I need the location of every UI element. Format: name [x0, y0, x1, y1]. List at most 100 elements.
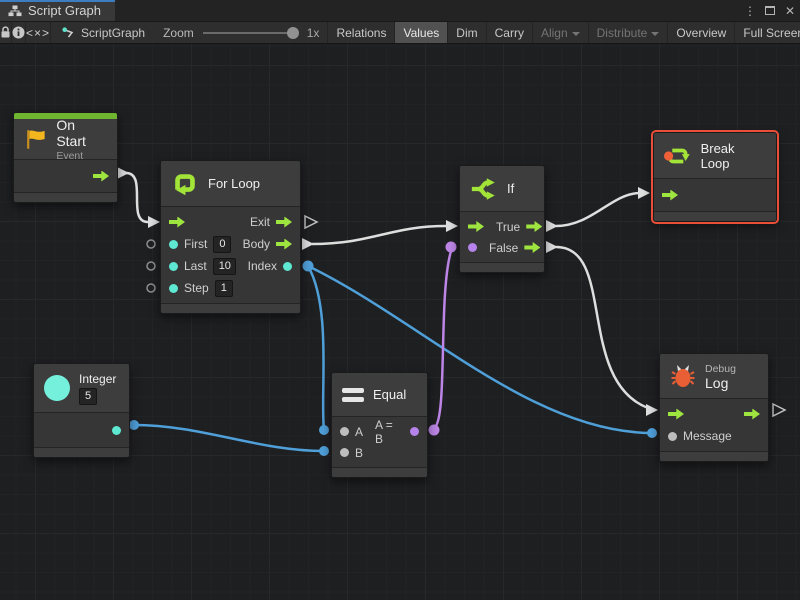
lock-button[interactable]	[0, 22, 12, 43]
code-brackets-icon: <×>	[26, 25, 51, 40]
debuglog-exit-port-hint[interactable]	[772, 402, 787, 418]
node-title: On Start	[56, 116, 86, 149]
maximize-button[interactable]	[760, 0, 780, 21]
node-title: Integer	[79, 371, 117, 386]
forloop-exit-port-hint[interactable]	[304, 214, 319, 230]
node-break-loop[interactable]: Break Loop	[653, 132, 777, 222]
node-for-loop[interactable]: For Loop Exit First 0 Body	[160, 160, 301, 314]
index-port-label: Index	[247, 259, 277, 273]
wire-if-false-to-debuglog[interactable]	[546, 241, 658, 416]
last-input-port[interactable]	[169, 261, 178, 271]
a-port-label: A	[355, 424, 364, 439]
carry-button[interactable]: Carry	[487, 22, 533, 43]
graph-name: ScriptGraph	[81, 25, 146, 40]
body-port-label: Body	[242, 237, 270, 251]
result-output-port[interactable]	[410, 427, 419, 436]
wire-onstart-to-forloop[interactable]	[117, 167, 160, 228]
graph-canvas[interactable]: On Start Event For Loop	[0, 44, 800, 600]
enter-input-port[interactable]	[662, 189, 678, 201]
true-output-port[interactable]	[526, 221, 543, 232]
zoom-label: Zoom	[163, 25, 194, 40]
zoom-slider-handle[interactable]	[286, 26, 299, 39]
node-integer[interactable]: Integer 5	[33, 363, 130, 458]
values-button[interactable]: Values	[395, 22, 449, 43]
graph-breadcrumb[interactable]: ScriptGraph	[51, 22, 155, 43]
dim-button[interactable]: Dim	[448, 22, 487, 43]
equals-icon	[342, 384, 364, 406]
tab-title: Script Graph	[28, 3, 101, 18]
node-title: If	[507, 181, 515, 196]
distribute-dropdown[interactable]: Distribute	[589, 22, 669, 43]
forloop-last-port-hint[interactable]	[146, 261, 156, 271]
wire-integer-to-equal-b[interactable]	[129, 420, 329, 456]
enter-input-port[interactable]	[169, 216, 185, 228]
wire-equal-to-if-condition[interactable]	[428, 241, 457, 436]
step-value-field[interactable]: 1	[214, 279, 233, 297]
panel-menu-button[interactable]: ⋮	[744, 3, 756, 18]
a-input-port[interactable]	[340, 427, 349, 436]
last-port-label: Last	[184, 259, 207, 273]
enter-input-port[interactable]	[668, 408, 684, 420]
step-input-port[interactable]	[169, 283, 178, 293]
body-output-port[interactable]	[276, 238, 292, 250]
first-value-field[interactable]: 0	[213, 235, 231, 253]
wire-forloop-body-to-if[interactable]	[302, 220, 458, 250]
bug-icon	[671, 365, 695, 387]
loop-icon	[175, 173, 195, 195]
node-footer	[332, 467, 427, 477]
true-port-label: True	[496, 219, 521, 234]
wire-index-to-equal-a[interactable]	[306, 265, 329, 435]
break-loop-icon	[664, 148, 690, 163]
graph-toolbar: <×> ScriptGraph Zoom 1x Relations Values…	[0, 22, 800, 44]
code-view-button[interactable]: <×>	[26, 22, 52, 43]
tab-bar-spacer	[115, 0, 740, 21]
hierarchy-icon	[8, 5, 22, 16]
false-output-port[interactable]	[524, 242, 541, 253]
last-value-field[interactable]: 10	[212, 257, 236, 275]
exit-output-port[interactable]	[276, 216, 292, 228]
node-if[interactable]: If True False	[459, 165, 545, 273]
b-input-port[interactable]	[340, 448, 349, 457]
node-debug-log[interactable]: Debug Log Message	[659, 353, 769, 462]
zoom-slider[interactable]	[202, 26, 299, 39]
node-footer	[161, 303, 300, 313]
node-footer	[660, 451, 768, 461]
forloop-first-port-hint[interactable]	[146, 239, 156, 249]
active-tab-accent	[0, 0, 115, 2]
integer-value-field[interactable]: 5	[79, 387, 98, 405]
message-port-label: Message	[683, 429, 732, 443]
exit-output-port[interactable]	[744, 408, 760, 420]
relations-button[interactable]: Relations	[328, 22, 396, 43]
condition-input-port[interactable]	[468, 243, 477, 252]
node-equal[interactable]: Equal A A = B B	[331, 372, 428, 478]
fullscreen-button[interactable]: Full Screen	[743, 25, 800, 40]
info-icon	[12, 26, 25, 39]
branch-icon	[471, 177, 495, 200]
forloop-step-port-hint[interactable]	[146, 283, 156, 293]
message-input-port[interactable]	[668, 431, 677, 441]
trigger-output-port[interactable]	[93, 170, 109, 182]
zoom-value: 1x	[306, 25, 320, 40]
index-output-port[interactable]	[283, 261, 292, 271]
lock-icon	[1, 26, 10, 38]
first-input-port[interactable]	[169, 239, 178, 249]
overview-button[interactable]: Overview	[668, 22, 736, 43]
b-port-label: B	[355, 445, 364, 460]
tab-bar: Script Graph ⋮ ✕	[0, 0, 800, 22]
info-button[interactable]	[12, 22, 26, 43]
wire-if-true-to-breakloop[interactable]	[546, 187, 650, 232]
close-button[interactable]: ✕	[784, 3, 796, 18]
enter-input-port[interactable]	[468, 221, 484, 232]
maximize-icon	[765, 6, 775, 15]
exit-port-label: Exit	[249, 215, 270, 229]
node-on-start[interactable]: On Start Event	[13, 112, 118, 203]
false-port-label: False	[489, 240, 519, 255]
align-dropdown[interactable]: Align	[533, 22, 589, 43]
node-title: Equal	[373, 387, 407, 402]
integer-circle-icon	[44, 375, 70, 401]
tab-script-graph[interactable]: Script Graph	[0, 0, 115, 21]
event-node-accent	[14, 113, 117, 119]
integer-output-port[interactable]	[112, 425, 121, 435]
node-footer	[460, 262, 544, 272]
